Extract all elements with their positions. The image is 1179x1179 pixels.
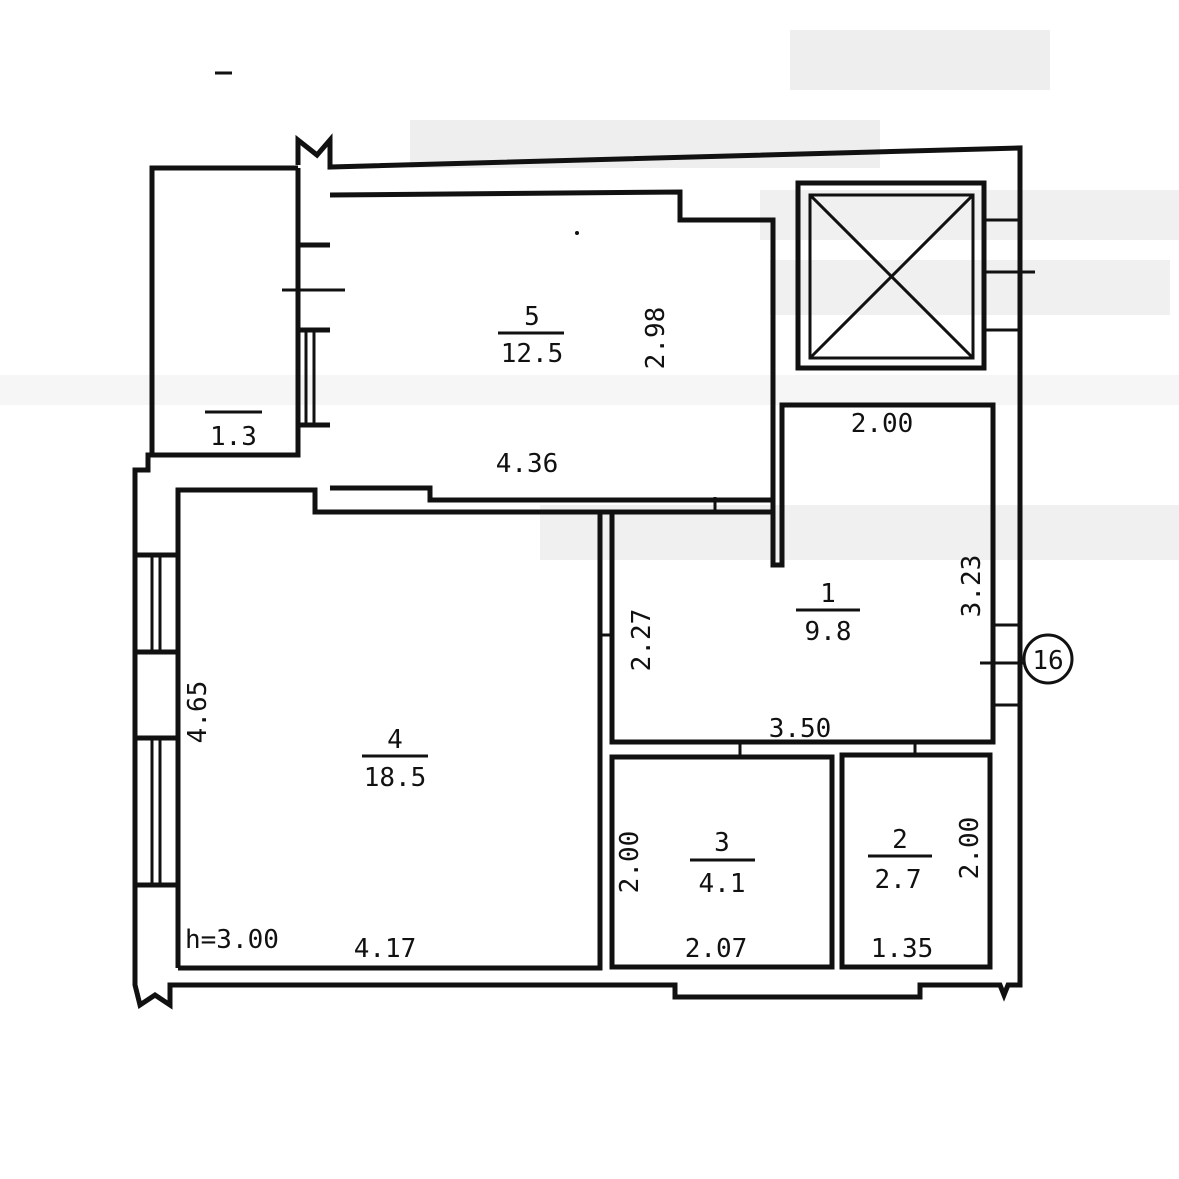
axis-marker: 16 <box>1020 633 1074 685</box>
room-5-number: 5 <box>524 302 540 332</box>
room-4-area: 18.5 <box>364 763 427 793</box>
room-3-side: 2.00 <box>615 831 645 894</box>
ceiling-height: h=3.00 <box>185 925 279 955</box>
room-2-area: 2.7 <box>875 865 922 895</box>
room-1-left: 2.27 <box>627 609 657 672</box>
room-1-area: 9.8 <box>805 617 852 647</box>
left-windows <box>135 552 178 888</box>
room-5-width: 4.36 <box>496 449 559 479</box>
room-5 <box>329 189 776 503</box>
room-1-number: 1 <box>820 579 836 609</box>
room-3-number: 3 <box>714 828 730 858</box>
room-2-bottom: 1.35 <box>871 934 934 964</box>
stray-dot <box>575 231 579 235</box>
room-5-depth: 2.98 <box>641 307 671 370</box>
room-3-bottom: 2.07 <box>685 934 748 964</box>
balcony-area: 1.3 <box>210 422 257 452</box>
balcony: 1.3 <box>148 168 301 458</box>
axis-label: 16 <box>1032 646 1063 676</box>
room-1-right: 3.23 <box>957 555 987 618</box>
room-1 <box>600 402 1020 757</box>
room-4-number: 4 <box>387 725 403 755</box>
room-1-top: 2.00 <box>851 409 914 439</box>
background-bleed-through <box>0 30 1179 560</box>
room-1-bottom: 3.50 <box>769 714 832 744</box>
room-2 <box>839 752 993 970</box>
room-2-number: 2 <box>892 825 908 855</box>
balcony-door <box>282 242 345 428</box>
room-4 <box>175 487 773 971</box>
room-4-side: 4.65 <box>183 681 213 744</box>
room-3-area: 4.1 <box>699 869 746 899</box>
room-2-side: 2.00 <box>955 817 985 880</box>
room-3 <box>609 754 835 970</box>
room-4-bottom: 4.17 <box>354 934 417 964</box>
elevator-shaft <box>795 180 1035 371</box>
room-5-area: 12.5 <box>501 339 564 369</box>
